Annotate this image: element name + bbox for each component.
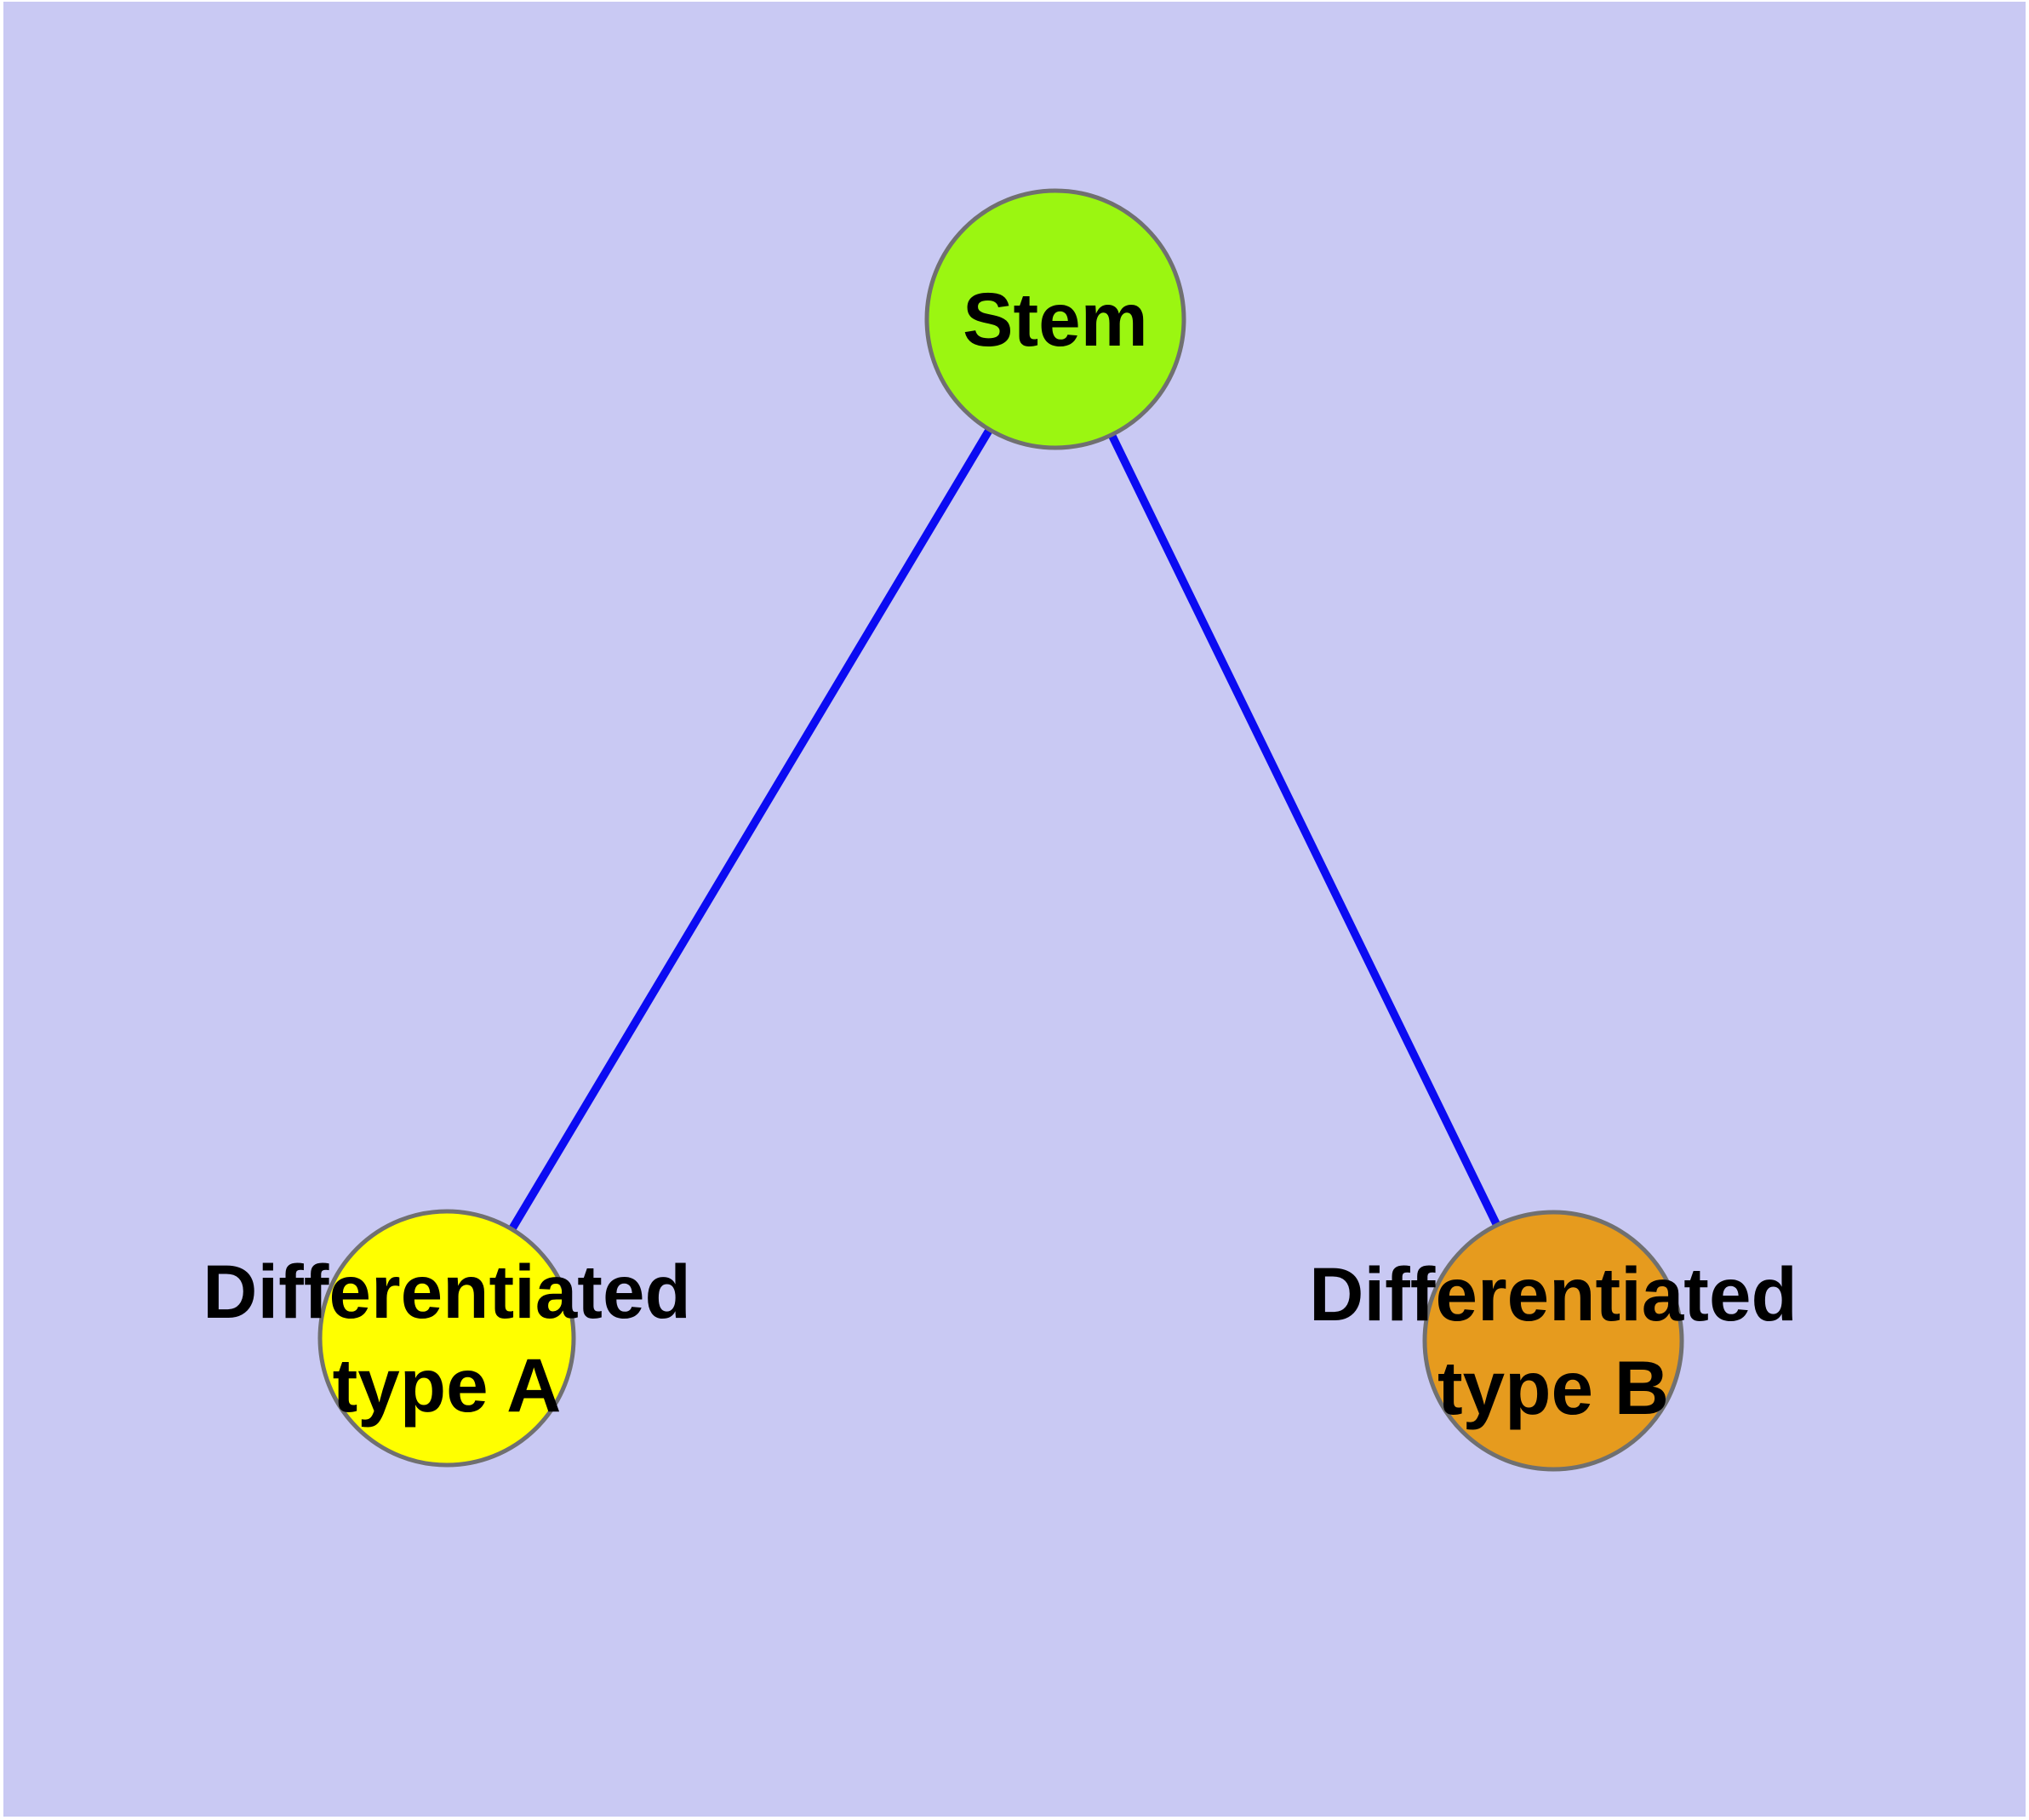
node-stem — [924, 188, 1186, 450]
edges-layer — [443, 317, 1557, 1343]
nodes-layer — [317, 188, 1684, 1472]
edge-stem-to-diff-type-b — [1051, 317, 1557, 1343]
node-diff-type-b — [1422, 1210, 1684, 1472]
node-label-stem: Stem — [963, 277, 1148, 362]
node-diff-type-a — [317, 1209, 576, 1468]
edge-stem-to-diff-type-a — [443, 317, 1060, 1341]
